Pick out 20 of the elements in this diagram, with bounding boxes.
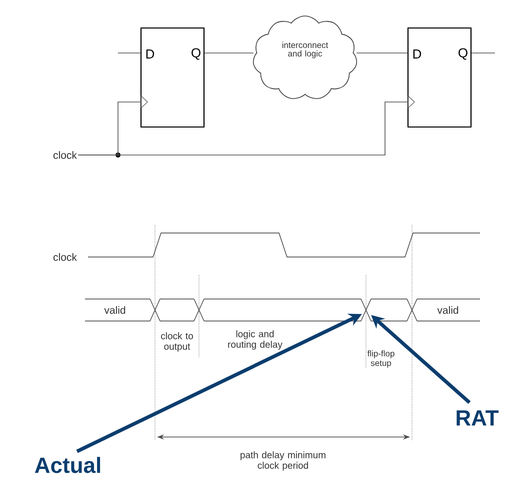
pin-label: Q (192, 48, 200, 60)
wire (471, 52, 496, 54)
signal-label: valid (104, 306, 126, 314)
timing-label: logic and routing delay (228, 330, 282, 350)
pin-label: D (413, 50, 422, 58)
wire (118, 52, 141, 54)
pin-label: Q (458, 48, 468, 60)
cloud-label: interconnect and logic (282, 42, 328, 58)
wire (356, 52, 408, 54)
timing-label: flip-flop setup (367, 350, 394, 368)
clock-label: clock (53, 253, 77, 261)
wire (204, 52, 254, 54)
pin-label: D (146, 50, 154, 58)
callout-label: RAT (456, 410, 499, 426)
signal-label: valid (437, 306, 458, 314)
timing-label: clock to output (161, 332, 193, 352)
signal-label: clock (53, 151, 77, 159)
dimension-label: path delay minimum clock period (240, 451, 326, 471)
callout-label: Actual (34, 456, 100, 474)
arrow (78, 95, 415, 156)
